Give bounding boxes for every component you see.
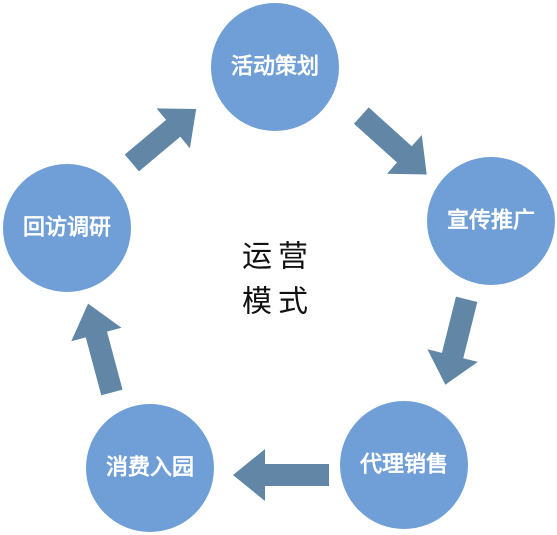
arrow-consume-enter-to-follow-up bbox=[71, 303, 123, 396]
node-planning-label: 活动策划 bbox=[231, 54, 319, 80]
node-consume-enter-label: 消费入园 bbox=[106, 456, 194, 481]
node-follow-up: 回访调研 bbox=[3, 164, 131, 292]
node-consume-enter: 消费入园 bbox=[86, 404, 214, 532]
arrow-promotion-to-agency-sales bbox=[427, 296, 478, 385]
node-follow-up-label: 回访调研 bbox=[23, 215, 111, 241]
node-planning: 活动策划 bbox=[211, 3, 339, 131]
node-promotion-label: 宣传推广 bbox=[447, 208, 535, 234]
node-agency-sales: 代理销售 bbox=[340, 401, 468, 529]
node-promotion: 宣传推广 bbox=[427, 157, 555, 285]
node-agency-sales-label: 代理销售 bbox=[359, 452, 448, 478]
center-title-line-2: 模式 bbox=[242, 285, 314, 320]
arrow-follow-up-to-planning bbox=[124, 108, 197, 172]
center-title-line-1: 运营 bbox=[242, 240, 314, 275]
arrow-planning-to-promotion bbox=[353, 107, 427, 175]
arrow-agency-sales-to-consume-enter bbox=[233, 449, 329, 501]
